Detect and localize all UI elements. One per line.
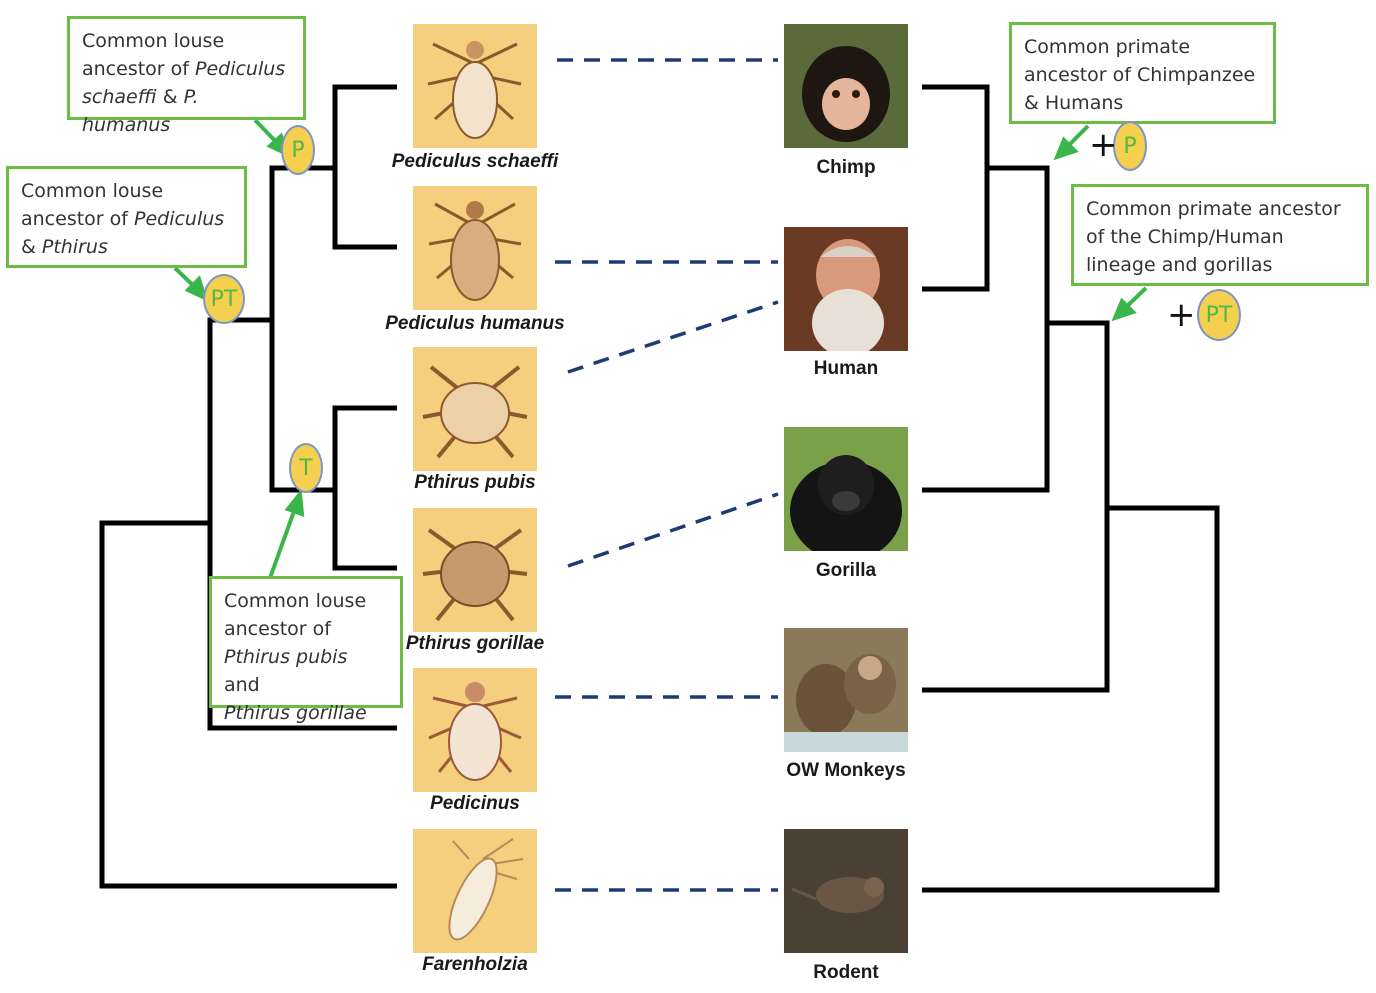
link-pubis-human: [567, 300, 779, 374]
louse-icon: [427, 41, 522, 139]
host-branch-monkeys: [922, 320, 1110, 693]
louse-icon: [428, 682, 522, 781]
louse-icon: [422, 365, 528, 459]
louse-branch-pthirus: [332, 405, 397, 571]
host-label: Rodent: [813, 962, 879, 983]
monkey-icon: [784, 628, 908, 752]
louse-label: Pthirus pubis: [414, 472, 536, 493]
node-badge-pt: PT: [203, 274, 245, 324]
host-branch-chimp-human: [922, 84, 990, 292]
host-photo: [784, 227, 908, 357]
host-label: Human: [813, 358, 879, 379]
host-label: OW Monkeys: [786, 760, 906, 781]
host-branch-root: [922, 505, 1220, 893]
host-branch-gorilla: [922, 165, 1050, 493]
arrow-p-right-head: [1053, 136, 1079, 161]
callout-pediculus-ancestor: Common louse ancestor of Pediculus schae…: [67, 16, 306, 136]
callout-pediculus-pthirus-ancestor: Common louse ancestor of Pediculus & Pth…: [6, 166, 247, 268]
host-label: Chimp: [816, 157, 876, 178]
node-badge-t: T: [289, 443, 323, 493]
louse-label: Pediculus humanus: [385, 313, 565, 334]
louse-label: Pediculus schaeffi: [391, 151, 559, 172]
louse-photo: [413, 186, 537, 310]
louse-photo: [413, 508, 537, 632]
louse-label: Pedicinus: [430, 793, 520, 814]
louse-photo: [413, 668, 537, 792]
callout-pthirus-ancestor: Common louse ancestor of Pthirus pubis a…: [209, 576, 403, 724]
gorilla-icon: [784, 427, 908, 561]
louse-photo: [413, 347, 537, 471]
louse-photo: [413, 24, 537, 148]
host-photo: [784, 24, 908, 148]
plus-sign: +: [1089, 125, 1118, 165]
arrow-t-head: [284, 488, 305, 517]
human-icon: [784, 227, 908, 357]
louse-label: Farenholzia: [422, 954, 528, 975]
host-label: Gorilla: [815, 560, 877, 581]
host-photo: [784, 829, 908, 953]
chimp-icon: [784, 24, 908, 148]
louse-branch-root: [99, 520, 397, 889]
arrow-pt-head: [184, 275, 209, 302]
louse-icon: [448, 838, 524, 941]
link-gorillae-gorilla: [567, 492, 779, 568]
louse-icon: [422, 528, 528, 622]
plus-sign: +: [1167, 295, 1196, 335]
rodent-icon: [784, 829, 908, 953]
louse-label: Pthirus gorillae: [405, 633, 545, 654]
louse-photo: [413, 829, 537, 953]
node-badge-p: P: [281, 125, 315, 175]
callout-chimp-human-ancestor: Common primate ancestor of Chimpanzee & …: [1009, 22, 1276, 124]
louse-branch-pediculus-stem: [269, 165, 335, 493]
node-badge-p-right: P: [1113, 121, 1147, 171]
host-photo: [784, 427, 908, 561]
arrow-pt-right-head: [1111, 297, 1137, 322]
callout-chimp-human-gorilla-ancestor: Common primate ancestor of the Chimp/Hum…: [1071, 184, 1369, 286]
node-badge-pt-right: PT: [1197, 289, 1241, 341]
louse-icon: [428, 201, 522, 301]
host-photo: [784, 628, 908, 752]
arrow-t: [268, 502, 299, 579]
